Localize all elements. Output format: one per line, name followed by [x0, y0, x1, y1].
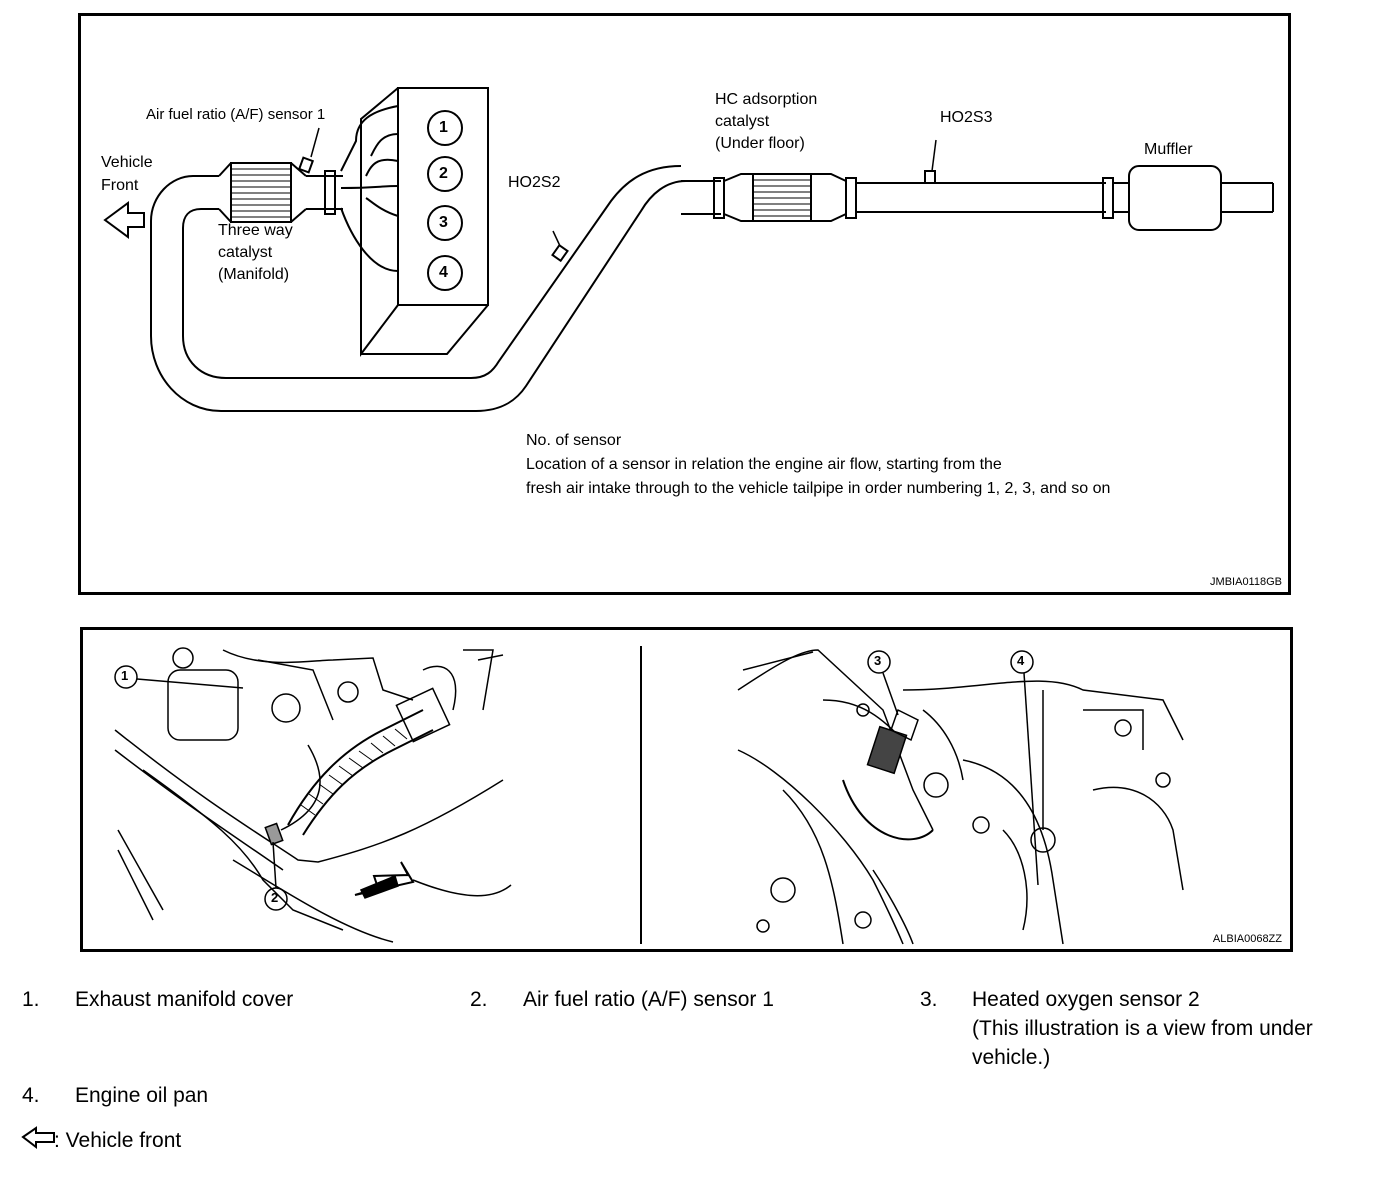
legend-arrow-note: : Vehicle front [54, 1129, 182, 1152]
legend-vehicle-front-arrow-icon [21, 1126, 55, 1150]
manifold-runner [370, 133, 399, 157]
cylinder-label-3: 3 [439, 214, 448, 231]
manifold-runner [340, 185, 399, 189]
hc-catalyst-label: HC adsorption catalyst (Under floor) [715, 91, 818, 152]
cylinder-label-4: 4 [439, 264, 448, 281]
legend-item-3-text: Heated oxygen sensor 2 (This illustratio… [972, 988, 1313, 1069]
sensor-location-illustration-frame: 1 2 3 4 ALBIA0068ZZ [80, 627, 1293, 952]
ho2s2-marker [551, 243, 569, 263]
muffler-label: Muffler [1144, 141, 1193, 158]
af-sensor-label: Air fuel ratio (A/F) sensor 1 [146, 106, 326, 123]
ho2s2-label: HO2S2 [508, 174, 561, 191]
exhaust-system-diagram-frame: 1 2 3 4 Air fuel ratio (A/F) sensor 1 Ve… [78, 13, 1291, 595]
callout-label-3: 3 [874, 653, 882, 668]
exhaust-system-drawing [103, 87, 1274, 412]
cylinder-2 [427, 156, 463, 192]
muffler-body [1128, 165, 1222, 231]
three-way-catalyst-label: Three way catalyst (Manifold) [218, 222, 293, 283]
cylinder-4 [427, 255, 463, 291]
legend-item-1-number: 1. [22, 988, 40, 1011]
sensor-note-title: No. of sensor [526, 432, 622, 449]
ho2s3-label: HO2S3 [940, 109, 993, 126]
front-pipe-outer [150, 175, 721, 412]
sensor-note-line2: fresh air intake through to the vehicle … [526, 480, 1111, 497]
callout-circle-3 [867, 650, 891, 674]
cylinder-1 [427, 110, 463, 146]
cylinder-label-1: 1 [439, 119, 448, 136]
ho2s3-marker [924, 170, 936, 184]
manifold-runner [365, 197, 399, 217]
legend-item-1-text: Exhaust manifold cover [75, 988, 294, 1011]
callout-label-2: 2 [271, 890, 279, 905]
engine-block-side [360, 87, 399, 357]
manifold-runner [340, 105, 399, 172]
front-pipe-inner [182, 165, 682, 379]
engine-block-bottom [361, 304, 489, 355]
legend-item-4-number: 4. [22, 1084, 40, 1107]
vehicle-front-arrow-icon [103, 201, 145, 239]
af-sensor-1-marker [297, 156, 315, 174]
callout-circle-4 [1010, 650, 1034, 674]
legend-item-2-text: Air fuel ratio (A/F) sensor 1 [523, 988, 774, 1011]
diagram-code: JMBIA0118GB [1210, 576, 1282, 588]
legend-item-2-number: 2. [470, 988, 488, 1011]
callout-label-1: 1 [121, 668, 129, 683]
vehicle-label: Vehicle [101, 154, 153, 171]
sensor-location-drawing [114, 646, 1184, 945]
manifold-runner [340, 207, 399, 272]
manifold-runner [365, 158, 399, 177]
illustration-code: ALBIA0068ZZ [1212, 933, 1282, 945]
cylinder-3 [427, 205, 463, 241]
cylinder-label-2: 2 [439, 165, 448, 182]
legend-item-3-number: 3. [920, 988, 938, 1011]
legend-item-4-text: Engine oil pan [75, 1084, 209, 1107]
front-label: Front [101, 177, 139, 194]
callout-label-4: 4 [1017, 653, 1025, 668]
callout-circle-1 [114, 665, 138, 689]
engine-block [397, 87, 489, 306]
sensor-note-line1: Location of a sensor in relation the eng… [526, 456, 1002, 473]
